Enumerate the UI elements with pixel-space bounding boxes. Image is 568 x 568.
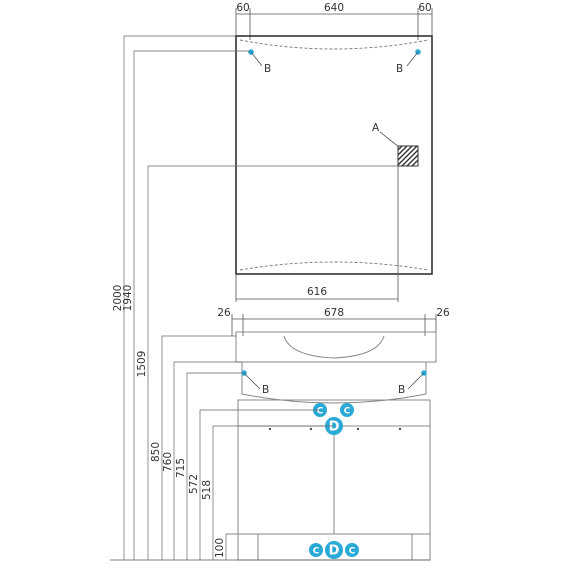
height-label-715: 715 — [175, 458, 187, 478]
height-label-1940: 1940 — [122, 285, 134, 312]
mirror-mount-label-left: B — [264, 63, 271, 75]
mirror-bottom-light-arc — [239, 261, 429, 271]
height-line-715 — [186, 372, 244, 560]
water-connection-right: C — [340, 403, 354, 417]
hot-water-marker — [340, 403, 354, 417]
washbasin-front-profile — [241, 362, 427, 404]
height-line-518 — [212, 425, 334, 560]
height-line-2000 — [123, 35, 236, 560]
floor-connection-left: C — [309, 543, 323, 557]
height-line-572 — [199, 409, 320, 560]
cold-water-label: C — [317, 407, 324, 417]
mirror-mount-leader-left — [250, 51, 263, 67]
floor-cold-water-label: C — [313, 547, 320, 557]
cabinet-mount-leader-left — [243, 372, 261, 390]
door-hinge-dot — [268, 427, 272, 431]
cabinet-left-margin-label: 26 — [217, 307, 231, 319]
floor-hot-water-marker — [345, 543, 359, 557]
floor-drain-marker — [325, 541, 343, 559]
floor-cold-water-marker — [309, 543, 323, 557]
outlet-box — [397, 145, 419, 167]
vanity-cabinet: 26 678 26 B B C C — [217, 307, 450, 561]
mirror-body — [235, 35, 433, 275]
height-dimensions: 2000 1940 1509 850 760 715 572 518 100 — [110, 35, 430, 561]
mirror-left-margin-label: 60 — [236, 2, 249, 14]
mirror-bottom-dimension-label: 616 — [307, 286, 327, 298]
outlet-label: A — [372, 122, 380, 134]
power-outlet — [397, 145, 419, 167]
height-line-1940 — [133, 50, 250, 560]
height-label-572: 572 — [188, 474, 200, 494]
height-label-850: 850 — [150, 442, 162, 462]
outlet-leader — [379, 131, 400, 148]
cabinet-width-label: 678 — [324, 307, 344, 319]
door-hinge-dot — [356, 427, 360, 431]
washbasin-top — [235, 331, 437, 363]
cabinet-mount-label-right: B — [398, 384, 405, 396]
washbasin-bowl — [283, 335, 385, 359]
cabinet-mount-leader-right — [407, 372, 425, 390]
door-hinge-dot — [309, 427, 313, 431]
hot-water-label: C — [344, 407, 351, 417]
mirror-top-light-arc — [239, 39, 429, 50]
height-label-760: 760 — [162, 452, 174, 472]
mirror-right-margin-label: 60 — [418, 2, 431, 14]
mirror-mount-label-right: B — [396, 63, 403, 75]
mirror: 60 640 60 B B A 616 — [235, 2, 433, 302]
height-line-760 — [173, 361, 242, 560]
height-line-850 — [161, 335, 236, 560]
floor-hot-water-label: C — [349, 547, 356, 557]
height-line-100 — [225, 533, 238, 560]
floor-drain-label: D — [329, 544, 340, 559]
mirror-width-label: 640 — [324, 2, 344, 14]
height-label-100: 100 — [214, 538, 226, 558]
cabinet-right-margin-label: 26 — [436, 307, 450, 319]
floor-drain-connection: D — [325, 541, 343, 559]
cabinet-mount-label-left: B — [262, 384, 269, 396]
door-hinge-dot — [398, 427, 402, 431]
height-label-1509: 1509 — [136, 351, 148, 378]
floor-connection-right: C — [345, 543, 359, 557]
drain-label: D — [329, 420, 340, 435]
mirror-mount-leader-right — [406, 51, 419, 67]
height-line-1509 — [147, 165, 398, 560]
height-label-2000: 2000 — [112, 285, 124, 312]
height-label-518: 518 — [201, 480, 213, 500]
